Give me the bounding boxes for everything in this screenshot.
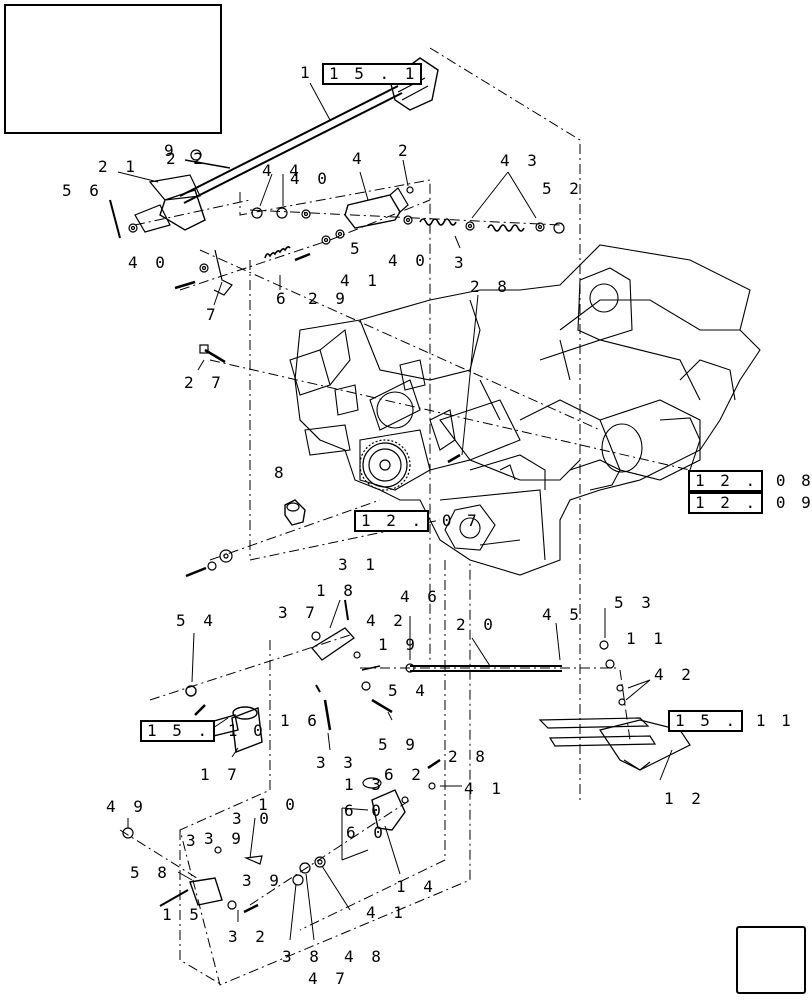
- page-ref-12-07[interactable]: 1 2 . 0 7: [354, 510, 480, 532]
- callout: 4 2: [654, 665, 695, 684]
- page-ref-15-10[interactable]: 1 5 . 1 0: [140, 720, 266, 742]
- callout: 4 3: [500, 151, 541, 170]
- callout: 1: [300, 63, 314, 82]
- main-frame: [289, 244, 761, 576]
- callout: 3 9: [242, 871, 283, 890]
- ref-tail: 1 1: [755, 711, 794, 730]
- callout: 5 2: [542, 179, 583, 198]
- callout: 3 3: [316, 753, 357, 772]
- locator-thumbnail: [4, 4, 222, 134]
- callout: 1 4: [396, 877, 437, 896]
- callout: 2 7: [184, 373, 225, 392]
- callout: 4: [352, 149, 366, 168]
- ref-box: 1 2 .: [354, 510, 430, 532]
- callout: 2 0: [456, 615, 497, 634]
- callout: 2: [398, 141, 412, 160]
- callout: 5 6: [62, 181, 103, 200]
- callout: 3 8: [282, 947, 323, 966]
- page-ref-12-09[interactable]: 1 2 . 0 9: [688, 492, 812, 514]
- callout: 4 9: [106, 797, 147, 816]
- callout: 4 4: [262, 161, 303, 180]
- callout: 3 7: [278, 603, 319, 622]
- callout: 7: [206, 305, 220, 324]
- callout: 4 0: [290, 169, 331, 188]
- callout: 4 0: [388, 251, 429, 270]
- ref-box: 1 2 .: [688, 470, 764, 492]
- ref-tail: 0 7: [441, 511, 480, 530]
- callout: 2 8: [448, 747, 489, 766]
- callout: 3 1: [338, 555, 379, 574]
- callout: 4 0: [128, 253, 169, 272]
- shaft-1: [159, 57, 439, 231]
- page-ref-12-08[interactable]: 1 2 . 0 8: [688, 470, 812, 492]
- callout: 1 0: [258, 795, 299, 814]
- callout: 3 2: [228, 927, 269, 946]
- callout: 1 3: [344, 775, 385, 794]
- callout: 4 1: [366, 903, 407, 922]
- ref-tail: 1 0: [227, 721, 266, 740]
- callout: 1 1: [626, 629, 667, 648]
- callout: 4 1: [340, 271, 381, 290]
- callout: 2 2: [166, 149, 207, 168]
- callout: 1 8: [316, 581, 357, 600]
- previous-page-button[interactable]: [736, 926, 806, 994]
- ref-tail: 0 9: [775, 493, 812, 512]
- callout: 3: [186, 831, 200, 850]
- sprocket: [359, 439, 411, 491]
- callout: 4 7: [308, 969, 349, 988]
- callout: 4 1: [464, 779, 505, 798]
- callout: 1 2: [664, 789, 705, 808]
- callout: 6 2: [384, 765, 425, 784]
- callout: 6: [276, 289, 290, 308]
- callout: 1 5: [162, 905, 203, 924]
- callout: 3 0: [232, 809, 273, 828]
- callout: 4 2: [366, 611, 407, 630]
- callout: 5 8: [130, 863, 171, 882]
- callout: 5 3: [614, 593, 655, 612]
- ref-box: 1 5 . 1: [322, 63, 423, 85]
- right-shaft-assembly: [538, 640, 691, 771]
- callout: 4 5: [542, 605, 583, 624]
- callout: 2 1: [98, 157, 139, 176]
- ref-box: 1 5 .: [668, 710, 744, 732]
- callout: 2 8: [470, 277, 511, 296]
- callout: 5 9: [378, 735, 419, 754]
- actuator-17: [185, 685, 263, 753]
- callout: 3 9: [204, 829, 245, 848]
- callout: 5 4: [388, 681, 429, 700]
- callout: 6 0: [346, 823, 387, 842]
- callout: 5: [350, 239, 364, 258]
- ref-box: 1 2 .: [688, 492, 764, 514]
- callout: 4 8: [344, 947, 385, 966]
- callout: 8: [274, 463, 288, 482]
- callout: 6 0: [344, 801, 385, 820]
- page-ref-15-11[interactable]: 1 5 . 1 1: [668, 710, 794, 732]
- page-ref-15-1[interactable]: 1 5 . 1: [322, 63, 423, 85]
- ref-tail: 0 8: [775, 471, 812, 490]
- callout: 3: [454, 253, 468, 272]
- callout: 1 6: [280, 711, 321, 730]
- ref-box: 1 5 .: [140, 720, 216, 742]
- callout: 1 7: [200, 765, 241, 784]
- callout: 5 4: [176, 611, 217, 630]
- callout: 2 9: [308, 289, 349, 308]
- callout: 9: [164, 141, 178, 160]
- callout: 4 6: [400, 587, 441, 606]
- callout: 1 9: [378, 635, 419, 654]
